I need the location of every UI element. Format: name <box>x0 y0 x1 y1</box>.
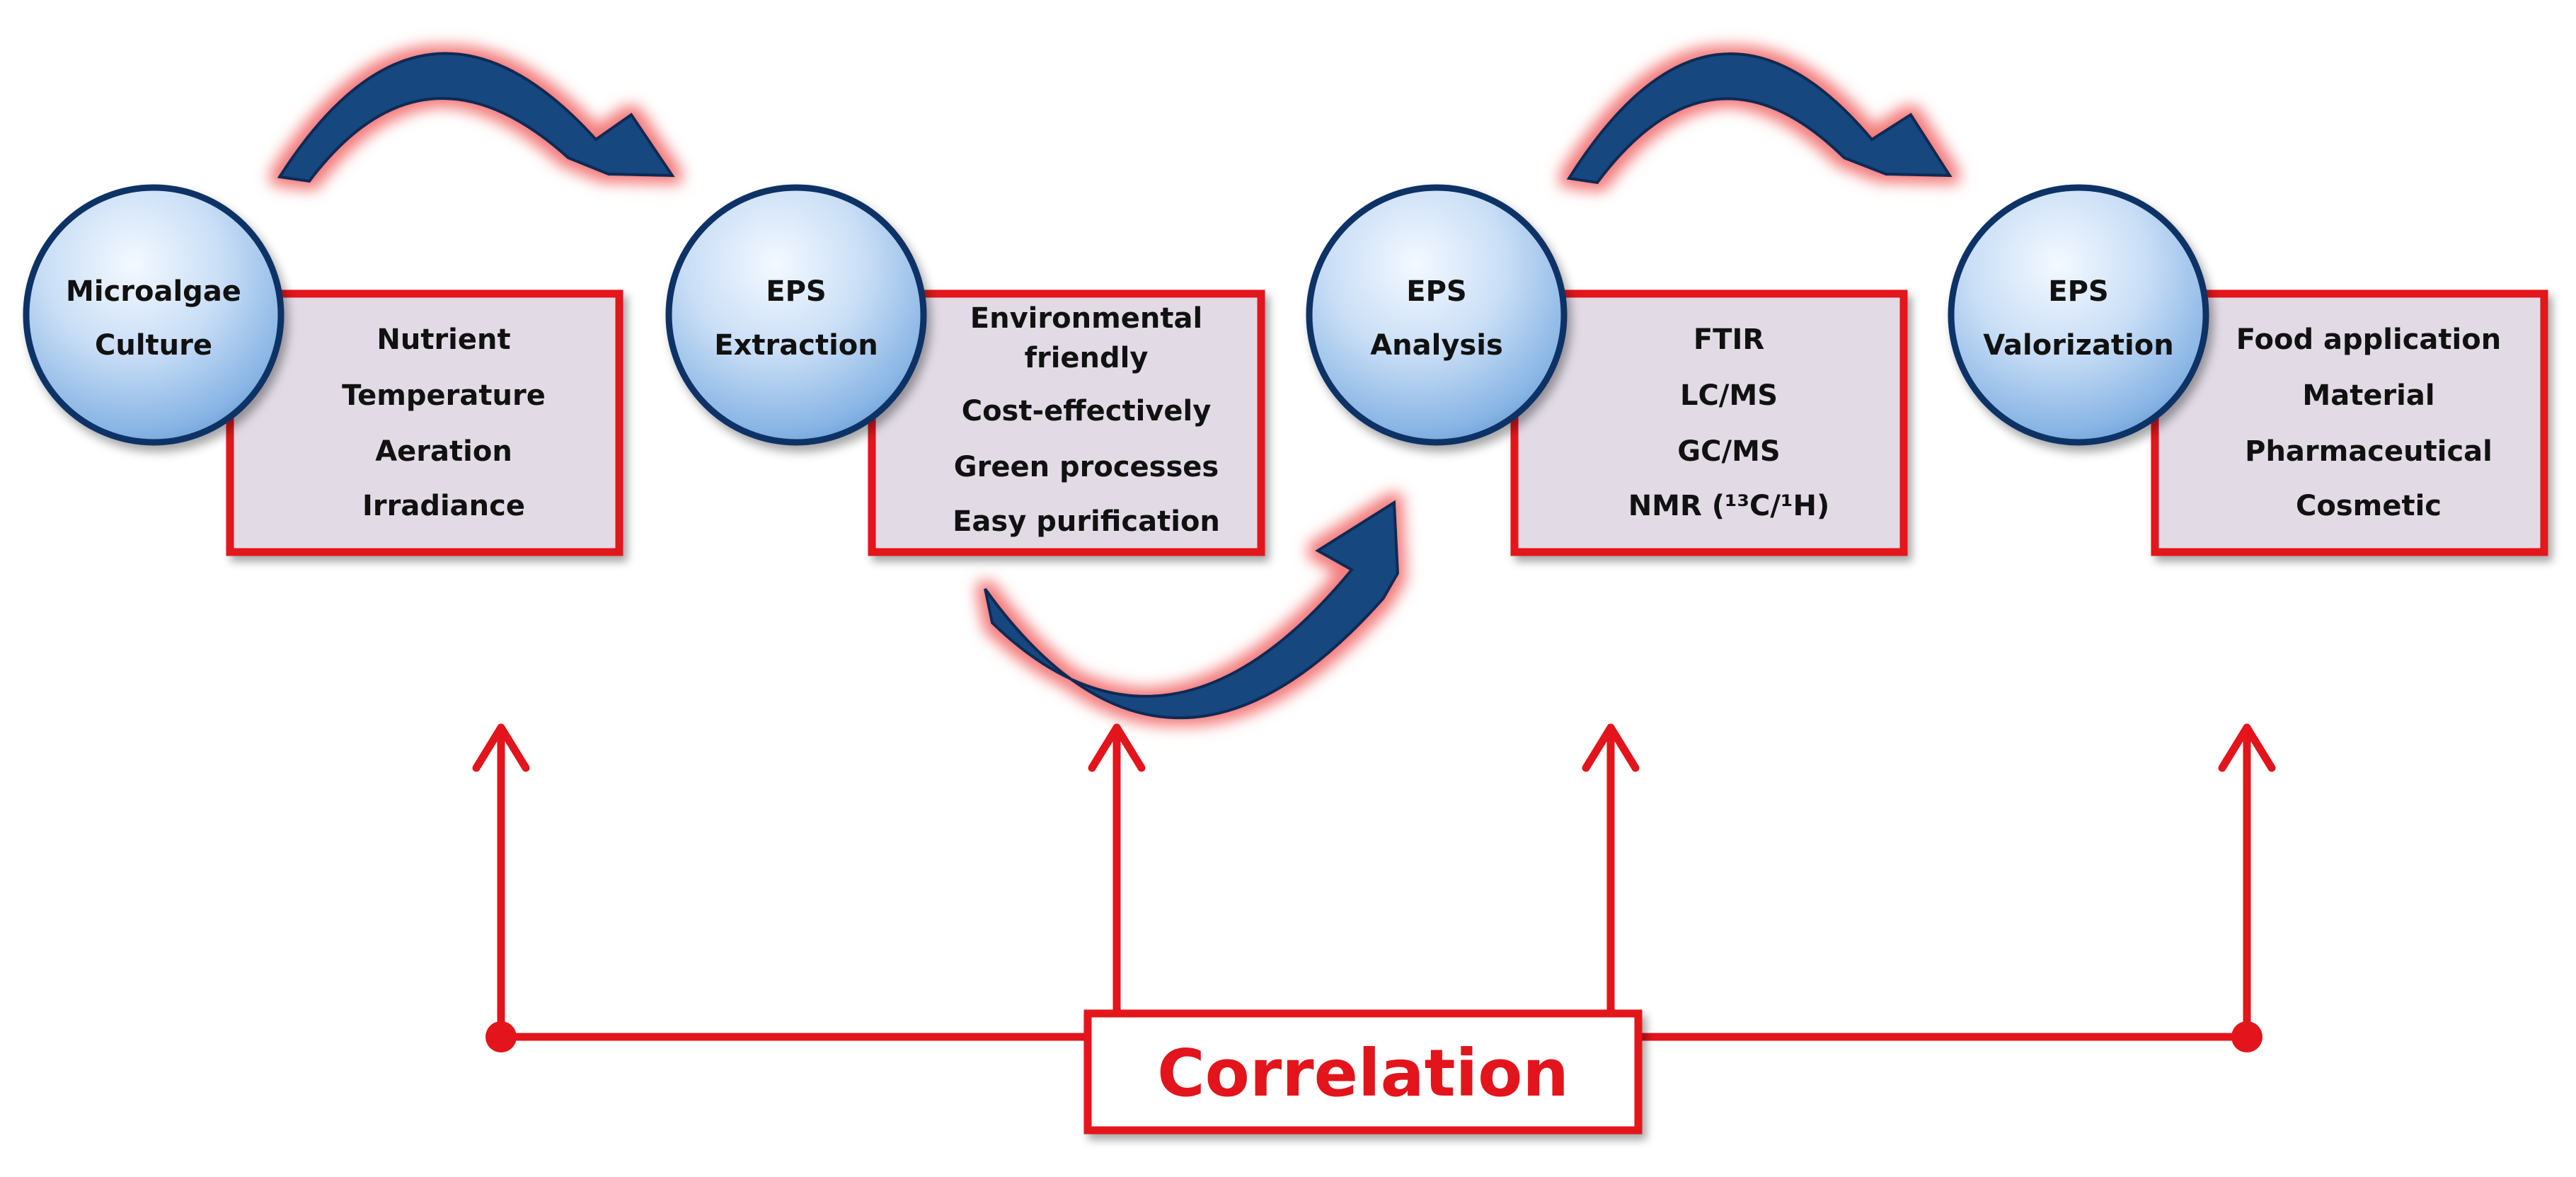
stage-box-item: Easy purification <box>953 505 1220 538</box>
stage-circle-extraction <box>665 184 927 446</box>
stage-box-item: Cost-effectively <box>962 395 1212 427</box>
stage-box-item: Aeration <box>375 435 512 468</box>
correlation-box-frame <box>1083 1009 1643 1135</box>
correlation-arrowhead <box>1582 723 1640 772</box>
stage-box-item: FTIR <box>1694 323 1764 356</box>
flow-arrow-culture-to-extraction <box>277 52 675 183</box>
stage-circle-valorization <box>1948 184 2209 446</box>
stage-circle-culture <box>23 184 284 446</box>
correlation-arrowhead <box>1088 723 1146 772</box>
stage-box-item: Green processes <box>954 451 1219 483</box>
flow-arrows <box>277 52 1953 720</box>
correlation-lines <box>472 723 2276 1052</box>
stage-box-culture <box>226 289 623 556</box>
stage-box-valorization <box>2151 289 2548 556</box>
stage-box-analysis <box>1510 289 1908 556</box>
stage-box-extraction <box>868 289 1265 556</box>
stage-box-item: Irradiance <box>362 490 525 522</box>
flow-arrow-analysis-to-valorization <box>1566 52 1953 185</box>
flow-arrow-extraction-to-analysis <box>984 500 1400 720</box>
stage-box-item: Material <box>2302 379 2434 412</box>
correlation-arrowhead <box>2218 723 2276 772</box>
stage-box-item: LC/MS <box>1680 379 1778 412</box>
stage-circle-analysis <box>1306 184 1568 446</box>
stage-box-item: Food application <box>2236 323 2501 356</box>
correlation-end-dot <box>485 1021 517 1052</box>
stage-box-item: Nutrient <box>376 323 510 356</box>
stage-box-item: Temperature <box>342 379 546 412</box>
stage-box-item: NMR (¹³C/¹H) <box>1628 490 1830 522</box>
stage-box-item: Cosmetic <box>2296 490 2442 522</box>
correlation-label: Correlation <box>1157 1035 1569 1111</box>
stage-box-item: Pharmaceutical <box>2245 435 2492 468</box>
correlation-arrowhead <box>472 723 530 772</box>
correlation-box: Correlation <box>1083 1009 1643 1135</box>
correlation-end-dot <box>2231 1021 2262 1052</box>
stage-box-item: GC/MS <box>1677 435 1780 468</box>
